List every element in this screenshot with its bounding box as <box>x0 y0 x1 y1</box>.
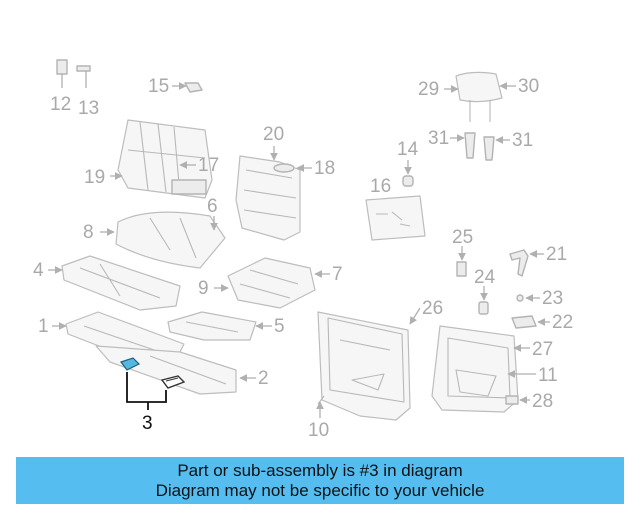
part-19-seatback-frame <box>117 119 213 199</box>
callout-21: 21 <box>546 244 567 265</box>
part-15-hook <box>184 82 203 93</box>
callout-13: 13 <box>78 98 99 119</box>
part-3-highlighted-clip-left <box>120 357 141 371</box>
callout-7: 7 <box>332 264 343 285</box>
callout-8: 8 <box>83 222 94 243</box>
callout-3: 3 <box>142 413 153 434</box>
callout-22: 22 <box>552 312 573 333</box>
banner-line-2: Diagram may not be specific to your vehi… <box>155 480 485 500</box>
part-28-bolt <box>505 395 519 405</box>
part-23-pin <box>516 294 524 302</box>
callout-6: 6 <box>207 196 218 217</box>
callout-31-right: 31 <box>512 130 533 151</box>
part-21-strap <box>509 249 529 277</box>
part-29-headrest <box>455 71 503 122</box>
callout-24: 24 <box>474 267 496 288</box>
callout-16: 16 <box>370 176 391 197</box>
callout-29: 29 <box>418 79 439 100</box>
callout-26: 26 <box>422 298 443 319</box>
callout-17: 17 <box>198 155 219 176</box>
callout-19: 19 <box>84 167 105 188</box>
part-8-cushion <box>115 211 226 269</box>
callout-3-bracket <box>126 372 167 403</box>
part-9-cushion-right <box>227 257 316 309</box>
part-26-seatback-frame <box>317 311 411 421</box>
callout-11: 11 <box>538 365 558 386</box>
part-31-guide-left <box>464 132 476 159</box>
part-27-seatback-frame-right <box>431 325 519 413</box>
callout-12: 12 <box>50 94 71 115</box>
part-14-bolt <box>402 175 414 187</box>
banner-line-1: Part or sub-assembly is #3 in diagram <box>177 460 463 480</box>
part-25-clip <box>456 261 467 277</box>
callout-14: 14 <box>397 139 419 160</box>
callout-31-left: 31 <box>428 128 449 149</box>
callout-1: 1 <box>38 316 49 337</box>
callout-9: 9 <box>198 278 209 299</box>
part-22-bezel <box>511 315 537 329</box>
part-4-seat-pad <box>61 255 181 311</box>
callout-2: 2 <box>258 368 269 389</box>
callout-20: 20 <box>263 124 284 145</box>
part-3-highlighted-clip-right <box>160 375 186 389</box>
part-5-bracket <box>167 311 257 341</box>
callout-5: 5 <box>274 316 285 337</box>
part-16-hardware-kit <box>365 195 426 241</box>
callout-10: 10 <box>308 420 329 441</box>
callout-23: 23 <box>542 288 563 309</box>
callout-25: 25 <box>452 227 473 248</box>
callout-28: 28 <box>532 391 553 412</box>
callout-15: 15 <box>148 76 169 97</box>
part-13-pin <box>76 65 91 88</box>
callout-27: 27 <box>532 339 553 360</box>
part-31-guide-right <box>483 136 495 161</box>
part-24-cap <box>478 301 489 315</box>
part-12-clip <box>56 59 68 88</box>
callout-18: 18 <box>314 158 335 179</box>
callout-30: 30 <box>518 76 539 97</box>
info-banner: Part or sub-assembly is #3 in diagram Di… <box>16 457 624 504</box>
callout-4: 4 <box>33 260 44 281</box>
part-20-seatback-cover <box>235 155 301 241</box>
part-2-lower-frame <box>95 345 237 395</box>
